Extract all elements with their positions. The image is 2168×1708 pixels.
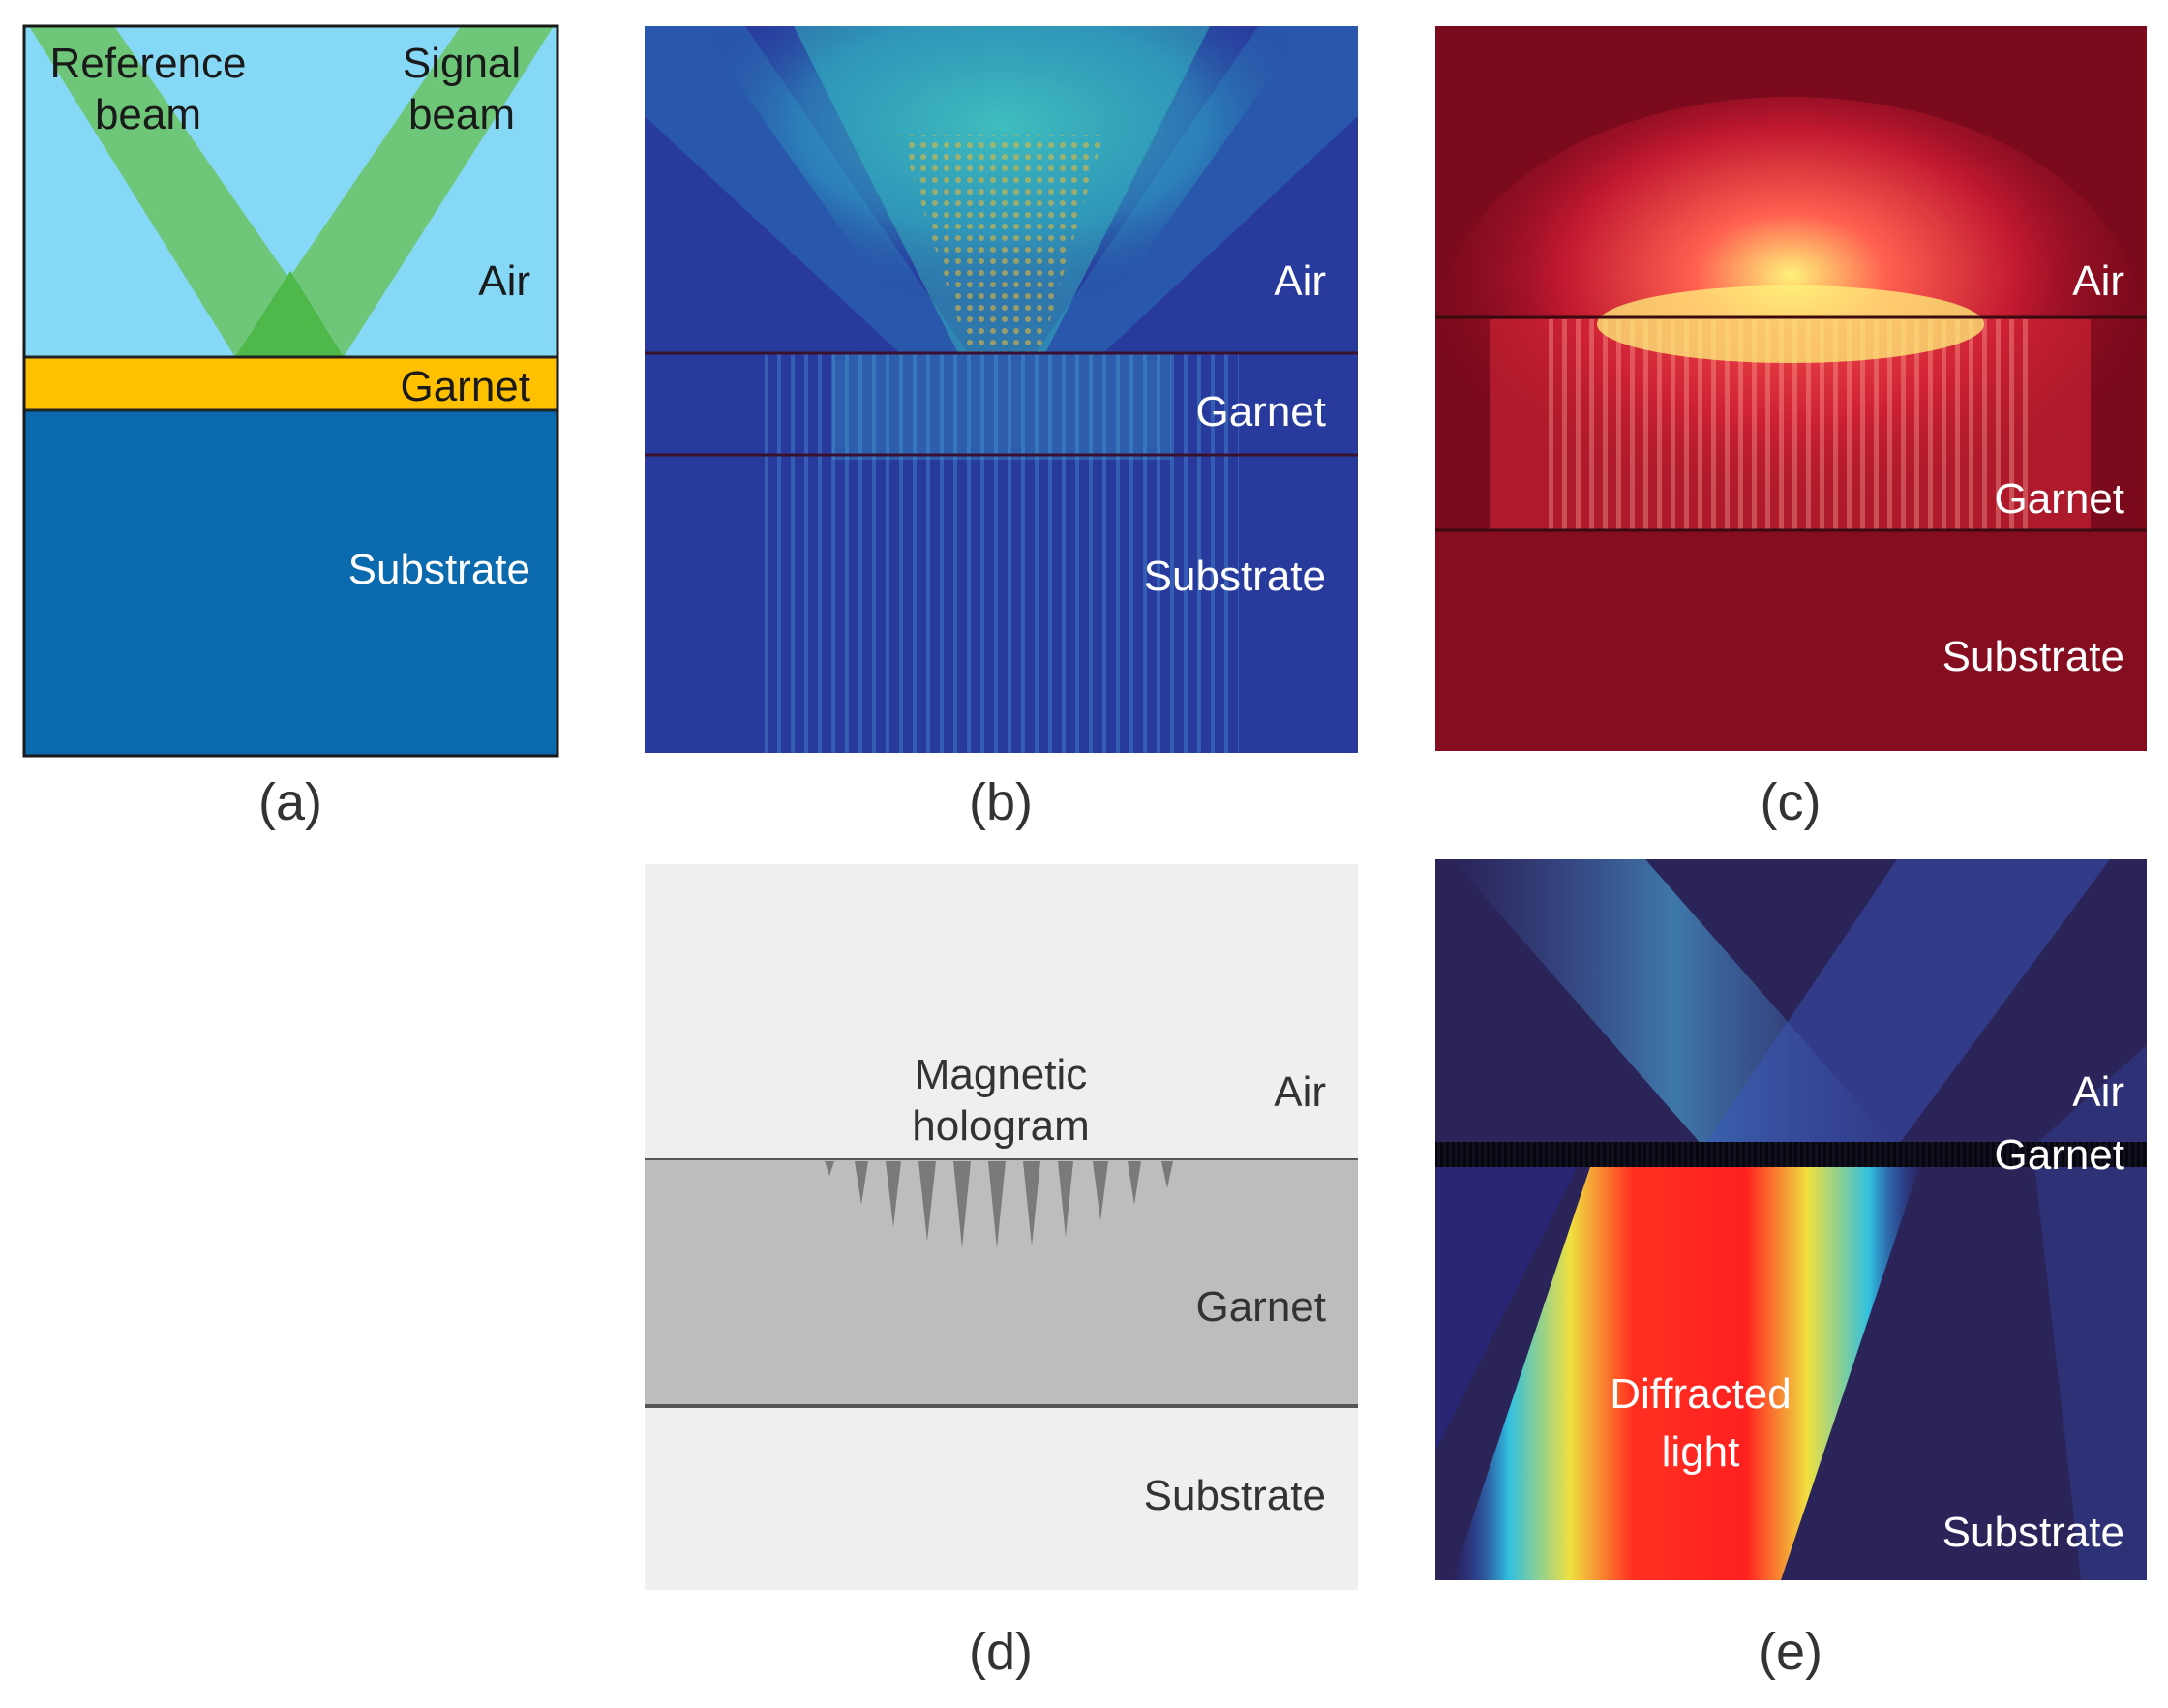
panel-d: Magnetic hologram Air Garnet Substrate (… bbox=[645, 864, 1358, 1681]
garnet-label: Garnet bbox=[1195, 1283, 1326, 1331]
hologram-label-2: hologram bbox=[912, 1102, 1089, 1150]
reference-beam bbox=[29, 26, 344, 357]
panel-c: Air Garnet Substrate (c) bbox=[1435, 26, 2147, 831]
garnet-label: Garnet bbox=[1994, 1131, 2124, 1179]
panel-a: Reference beam Signal beam Air Garnet Su… bbox=[22, 24, 559, 831]
signal-label-2: beam bbox=[408, 91, 515, 138]
panel-e: Air Garnet Diffracted light Substrate (e… bbox=[1435, 859, 2147, 1681]
hologram-label-1: Magnetic bbox=[915, 1051, 1088, 1098]
air-layer bbox=[645, 864, 1358, 1159]
transmitted-fringes bbox=[765, 353, 1239, 753]
diffracted-label-2: light bbox=[1662, 1428, 1740, 1476]
substrate-label: Substrate bbox=[1942, 633, 2124, 680]
air-label: Air bbox=[2072, 257, 2124, 305]
garnet-layer bbox=[24, 357, 557, 410]
reference-label-1: Reference bbox=[49, 40, 246, 87]
incident-beam-right bbox=[1703, 859, 2110, 1147]
caption-c: (c) bbox=[1761, 773, 1822, 831]
caption-e: (e) bbox=[1759, 1623, 1822, 1681]
beam-overlap bbox=[235, 271, 344, 357]
air-label: Air bbox=[2072, 1068, 2124, 1116]
fringe-pattern bbox=[900, 135, 1103, 353]
panel-a-frame bbox=[22, 24, 559, 758]
panel-b: Air Garnet Substrate (b) bbox=[645, 26, 1358, 831]
incident-beam-left bbox=[1452, 859, 1897, 1147]
garnet-label: Garnet bbox=[1994, 475, 2124, 523]
substrate-label: Substrate bbox=[348, 546, 530, 593]
caption-b: (b) bbox=[969, 773, 1033, 831]
air-label: Air bbox=[478, 257, 530, 305]
air-label: Air bbox=[1274, 257, 1326, 305]
substrate-layer bbox=[24, 410, 557, 756]
substrate-label: Substrate bbox=[1942, 1509, 2124, 1556]
garnet-label: Garnet bbox=[400, 363, 530, 410]
garnet-label: Garnet bbox=[1195, 388, 1326, 435]
substrate-layer bbox=[645, 1406, 1358, 1590]
diffracted-beam bbox=[1452, 1147, 1926, 1580]
reference-label-2: beam bbox=[95, 91, 201, 138]
caption-a: (a) bbox=[258, 773, 322, 831]
diffracted-label-1: Diffracted bbox=[1610, 1370, 1792, 1418]
substrate-label: Substrate bbox=[1144, 553, 1326, 600]
caption-d: (d) bbox=[969, 1623, 1033, 1681]
signal-beam bbox=[235, 26, 554, 357]
signal-label-1: Signal bbox=[403, 40, 521, 87]
air-label: Air bbox=[1274, 1068, 1326, 1116]
hologram-domains bbox=[825, 1161, 1173, 1248]
substrate-label: Substrate bbox=[1144, 1472, 1326, 1519]
